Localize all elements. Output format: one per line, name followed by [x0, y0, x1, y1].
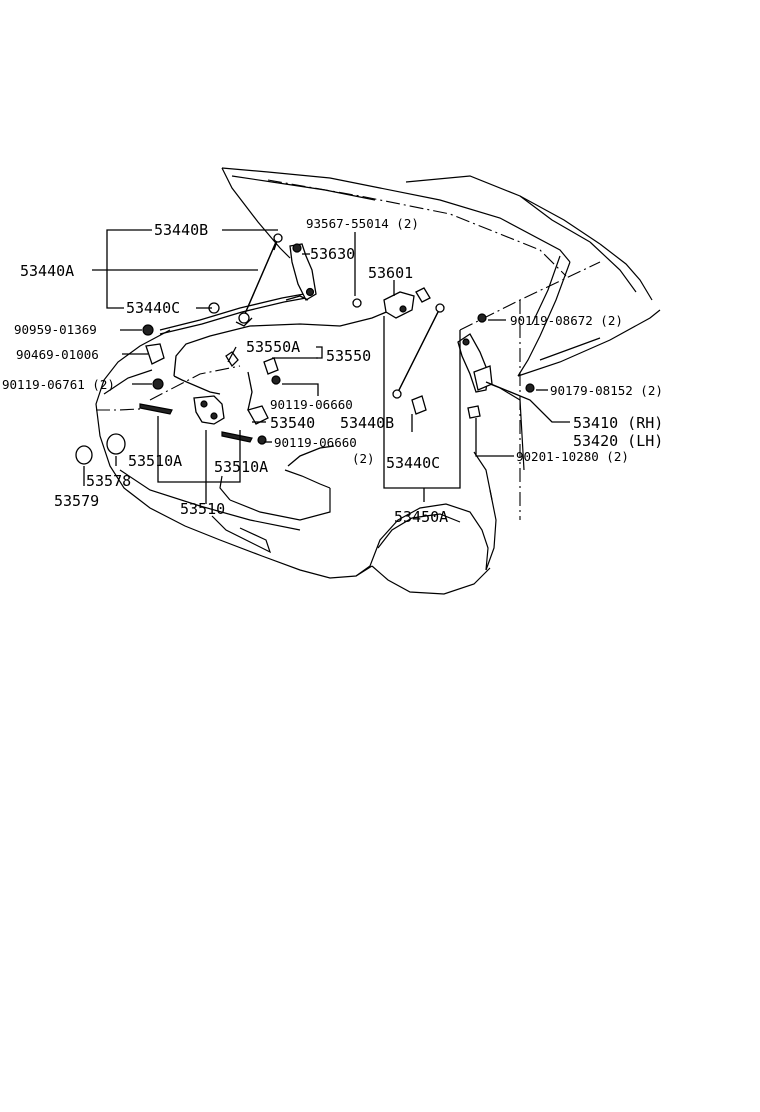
label-53550A: 53550A: [246, 338, 300, 356]
label-90119-06660-lower: 90119-06660: [274, 435, 357, 450]
label-90469-01006: 90469-01006: [16, 347, 99, 362]
label-53440C-left: 53440C: [126, 299, 180, 317]
leader-lines: [83, 229, 570, 504]
label-93567-55014: 93567-55014 (2): [306, 216, 419, 231]
label-53450A: 53450A: [394, 508, 448, 526]
hood-lock-cable-assy: [159, 293, 397, 395]
label-53601: 53601: [368, 264, 413, 282]
hood-hinge-left: [285, 243, 317, 301]
hood-lock-control-parts: [225, 351, 281, 445]
label-90179-08152: 90179-08152 (2): [550, 383, 663, 398]
label-53440C-right: 53440C: [386, 454, 440, 472]
label-90201-10280: 90201-10280 (2): [516, 449, 629, 464]
hood-support-rod-right: [392, 303, 445, 415]
label-53420-lh: 53420 (LH): [573, 432, 663, 450]
label-90119-06660-lower-qty: (2): [352, 451, 375, 466]
label-53510A-left: 53510A: [128, 452, 182, 470]
hood-lock-assy: [139, 395, 253, 443]
hood-lock-support: [352, 287, 431, 319]
label-90119-08672: 90119-08672 (2): [510, 313, 623, 328]
label-53579: 53579: [54, 492, 99, 510]
hood-hinge-right: [457, 313, 535, 419]
label-53510: 53510: [180, 500, 225, 518]
label-53440A: 53440A: [20, 262, 74, 280]
label-90119-06660-upper: 90119-06660: [270, 397, 353, 412]
fasteners-left: [75, 302, 220, 465]
label-53550: 53550: [326, 347, 371, 365]
part-labels: 53440B 53440A 53440C 93567-55014 (2) 536…: [2, 216, 663, 526]
label-90119-06761: 90119-06761 (2): [2, 377, 115, 392]
hood-support-rod-left: [235, 233, 283, 327]
label-53510A-right: 53510A: [214, 458, 268, 476]
label-53630: 53630: [310, 245, 355, 263]
car-body-outline: [95, 167, 661, 595]
label-90959-01369: 90959-01369: [14, 322, 97, 337]
label-53440B-right: 53440B: [340, 414, 394, 432]
label-53410-rh: 53410 (RH): [573, 414, 663, 432]
label-53578: 53578: [86, 472, 131, 490]
label-53540: 53540: [270, 414, 315, 432]
label-53440B-top: 53440B: [154, 221, 208, 239]
